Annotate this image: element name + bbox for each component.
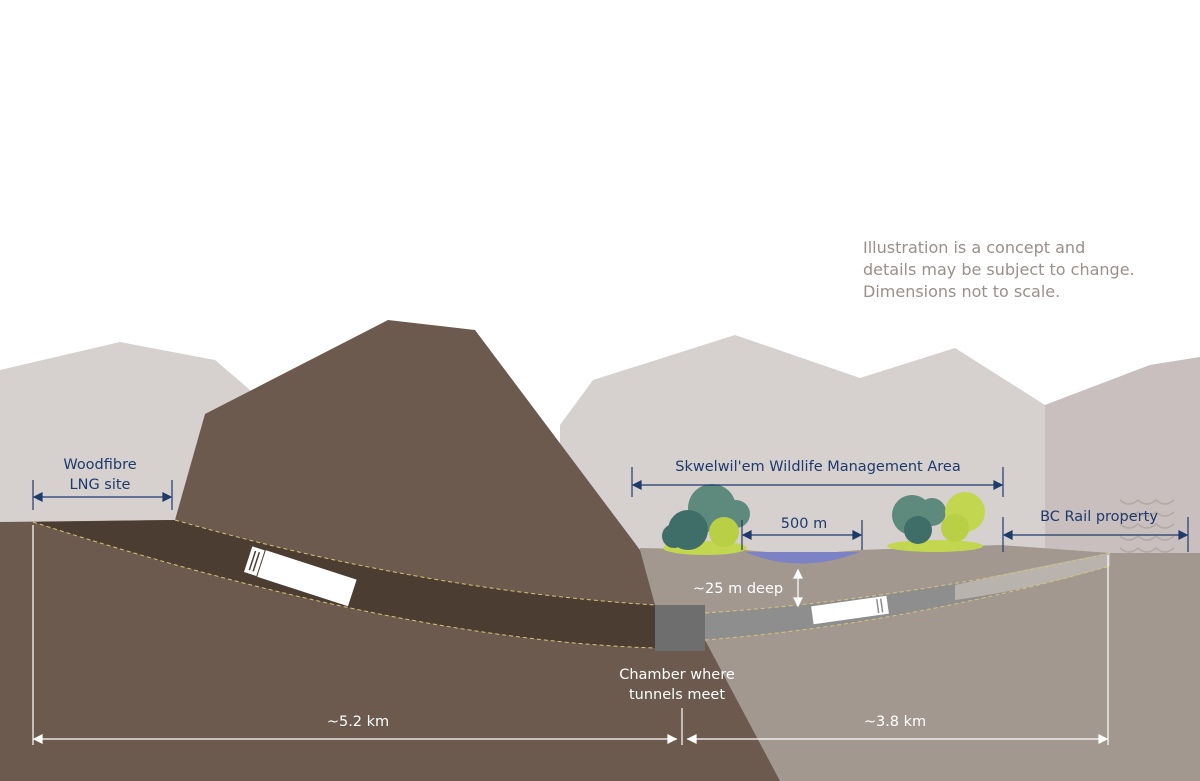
ground-right — [640, 545, 1200, 781]
disclaimer-line-3: Dimensions not to scale. — [863, 282, 1061, 301]
tunnel-boring-machine-right — [811, 595, 889, 625]
water-body — [745, 552, 860, 564]
disclaimer-note: Illustration is a concept and details ma… — [863, 237, 1183, 303]
dimension-line-bc-rail — [1002, 517, 1189, 552]
woodfibre-label-line2: LNG site — [70, 477, 131, 493]
depth-label: ~25 m deep — [693, 581, 783, 597]
disclaimer-line-1: Illustration is a concept and — [863, 238, 1086, 257]
disclaimer-line-2: details may be subject to change. — [863, 260, 1135, 279]
dimension-line-woodfibre — [32, 480, 173, 510]
chamber-label-line1: Chamber where — [619, 667, 735, 683]
woodfibre-label-line1: Woodfibre — [63, 457, 136, 473]
wildlife-area-label: Skwelwil'em Wildlife Management Area — [675, 459, 960, 475]
grass-patch-right — [887, 540, 983, 552]
tunnel-boring-machine-left — [242, 545, 357, 607]
chamber-block — [655, 605, 705, 651]
tunnel-left-outline-top — [174, 519, 656, 606]
tunnel-left-outline-bottom — [32, 521, 656, 649]
distance-left-label: ~5.2 km — [327, 714, 389, 730]
rail-track-icon — [1119, 498, 1175, 553]
chamber-label-line2: tunnels meet — [629, 687, 725, 703]
main-mountain — [175, 320, 780, 781]
tree-cluster-left — [662, 484, 750, 550]
tunnel-right-end-light — [955, 553, 1110, 600]
dimension-line-bottom — [32, 525, 1109, 745]
tree-cluster-right — [892, 492, 985, 544]
distance-right-label: ~3.8 km — [864, 714, 926, 730]
dimension-line-wildlife-area — [631, 467, 1004, 497]
ground-left — [0, 520, 175, 781]
dimension-line-500m — [741, 520, 863, 550]
bc-rail-label: BC Rail property — [1040, 509, 1158, 525]
width-500m-label: 500 m — [781, 516, 827, 532]
dimension-line-depth — [793, 568, 803, 608]
tunnel-right-outline-top — [704, 552, 1111, 614]
